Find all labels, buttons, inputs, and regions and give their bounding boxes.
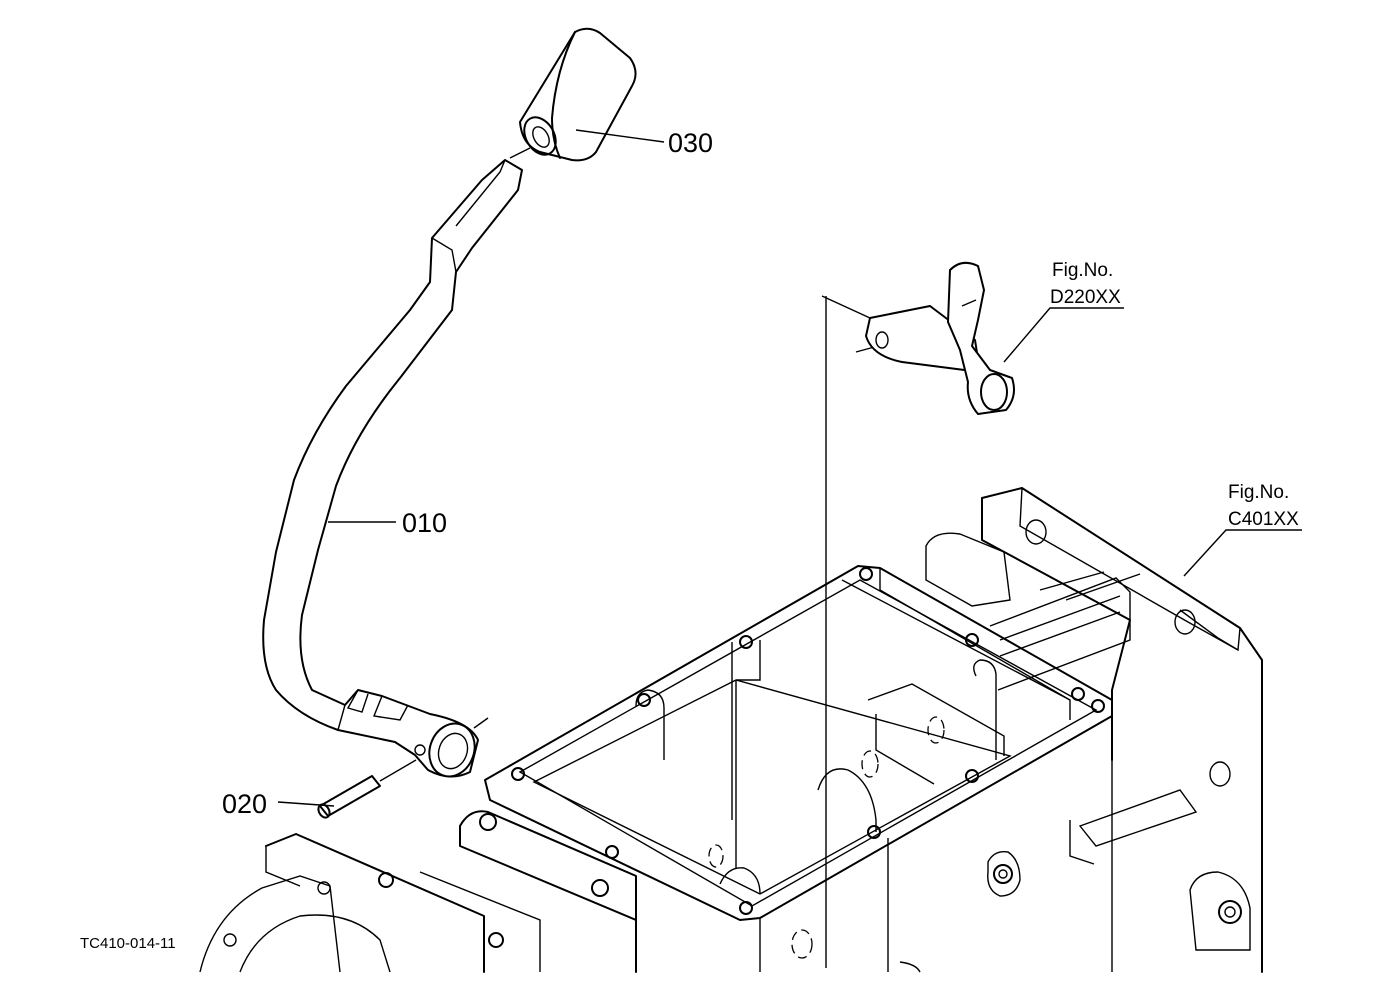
- knob-part-030[interactable]: [509, 27, 637, 162]
- lever-part-010[interactable]: [262, 159, 523, 783]
- figref-number-d220xx: D220XX: [1050, 287, 1121, 308]
- leader-c401xx: [1183, 529, 1302, 577]
- callout-020: 020: [222, 789, 267, 819]
- figref-number-c401xx: C401XX: [1228, 509, 1299, 530]
- leader-d220xx: [1003, 307, 1124, 363]
- drawing-code: TC410-014-11: [80, 935, 176, 952]
- figref-label-c401xx: Fig.No.: [1228, 482, 1289, 503]
- transmission-case: [199, 487, 1263, 973]
- figref-label-d220xx: Fig.No.: [1052, 260, 1113, 281]
- pin-part-020[interactable]: [316, 759, 417, 820]
- leader-030: [575, 129, 665, 143]
- leader-020: [277, 801, 335, 807]
- callout-010: 010: [402, 508, 447, 538]
- shift-arm-assembly: [821, 261, 1015, 415]
- callout-030: 030: [668, 128, 713, 158]
